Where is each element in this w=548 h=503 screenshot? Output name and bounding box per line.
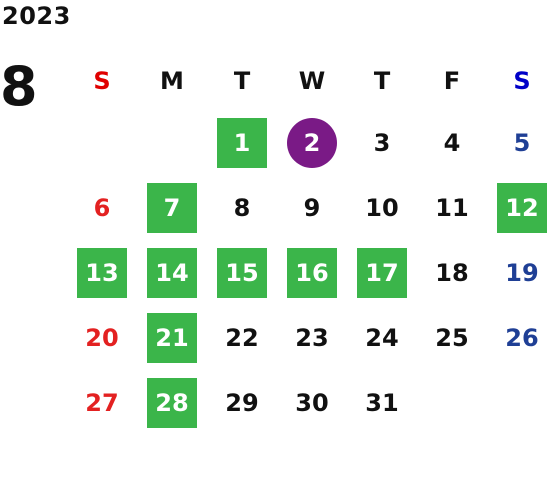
day-cell[interactable]: 18 <box>417 240 487 305</box>
day-number[interactable]: 14 <box>147 247 197 298</box>
day-cell[interactable]: 26 <box>487 305 548 370</box>
day-cell[interactable]: 20 <box>67 305 137 370</box>
day-number[interactable]: 8 <box>233 193 251 222</box>
day-number[interactable]: 22 <box>225 323 259 352</box>
day-number[interactable]: 13 <box>77 247 127 298</box>
day-number <box>427 378 477 428</box>
day-cell[interactable]: 28 <box>137 370 207 435</box>
week-row: 13 14 15 16 17 18 19 <box>67 240 548 305</box>
day-number[interactable]: 3 <box>373 128 391 157</box>
week-row: 6 7 8 9 10 11 12 <box>67 175 548 240</box>
day-cell[interactable]: 1 <box>207 110 277 175</box>
month-label: 8 <box>0 55 38 118</box>
weekday-saturday: S <box>513 67 531 95</box>
week-row: 20 21 22 23 24 25 26 <box>67 305 548 370</box>
day-number[interactable]: 1 <box>217 117 267 168</box>
day-cell[interactable]: 8 <box>207 175 277 240</box>
day-cell[interactable]: 6 <box>67 175 137 240</box>
day-cell[interactable]: 25 <box>417 305 487 370</box>
day-number[interactable]: 28 <box>147 377 197 428</box>
year-label: 2023 <box>2 2 71 30</box>
weekday-friday: F <box>443 67 461 95</box>
day-number[interactable]: 9 <box>303 193 321 222</box>
day-cell <box>137 110 207 175</box>
weekday-thursday: T <box>373 67 391 95</box>
day-number[interactable]: 5 <box>513 128 531 157</box>
day-cell[interactable]: 22 <box>207 305 277 370</box>
day-cell[interactable]: 29 <box>207 370 277 435</box>
week-row: 1 2 3 4 5 <box>67 110 548 175</box>
day-cell <box>67 110 137 175</box>
day-number <box>147 118 197 168</box>
day-number[interactable]: 11 <box>435 193 469 222</box>
day-cell[interactable]: 12 <box>487 175 548 240</box>
day-cell[interactable]: 11 <box>417 175 487 240</box>
day-cell[interactable]: 24 <box>347 305 417 370</box>
day-cell[interactable]: 23 <box>277 305 347 370</box>
day-cell[interactable]: 27 <box>67 370 137 435</box>
day-cell <box>417 370 487 435</box>
day-number[interactable]: 27 <box>85 388 119 417</box>
weekday-sunday: S <box>93 67 111 95</box>
day-cell[interactable]: 4 <box>417 110 487 175</box>
day-number[interactable]: 21 <box>147 312 197 363</box>
day-number[interactable]: 7 <box>147 182 197 233</box>
day-number <box>497 378 547 428</box>
day-number[interactable]: 18 <box>435 258 469 287</box>
day-cell[interactable]: 17 <box>347 240 417 305</box>
day-number[interactable]: 26 <box>505 323 539 352</box>
day-cell[interactable]: 7 <box>137 175 207 240</box>
day-number[interactable]: 10 <box>365 193 399 222</box>
day-cell[interactable]: 14 <box>137 240 207 305</box>
week-row: 27 28 29 30 31 <box>67 370 548 435</box>
day-cell[interactable]: 19 <box>487 240 548 305</box>
day-cell[interactable]: 21 <box>137 305 207 370</box>
day-cell[interactable]: 5 <box>487 110 548 175</box>
day-cell <box>487 370 548 435</box>
day-cell[interactable]: 30 <box>277 370 347 435</box>
weekday-tuesday: T <box>233 67 251 95</box>
day-number[interactable]: 4 <box>443 128 461 157</box>
day-cell[interactable]: 15 <box>207 240 277 305</box>
day-number[interactable]: 20 <box>85 323 119 352</box>
weekday-header-row: S M T W T F S <box>67 52 548 110</box>
day-number[interactable]: 25 <box>435 323 469 352</box>
day-cell[interactable]: 2 <box>277 110 347 175</box>
day-number[interactable]: 17 <box>357 247 407 298</box>
day-cell[interactable]: 10 <box>347 175 417 240</box>
day-cell[interactable]: 3 <box>347 110 417 175</box>
weekday-wednesday: W <box>298 67 326 95</box>
day-number[interactable]: 30 <box>295 388 329 417</box>
day-number[interactable]: 15 <box>217 247 267 298</box>
day-number <box>77 118 127 168</box>
day-number[interactable]: 16 <box>287 247 337 298</box>
day-cell[interactable]: 13 <box>67 240 137 305</box>
day-number[interactable]: 12 <box>497 182 547 233</box>
today-day-number[interactable]: 2 <box>287 117 337 168</box>
day-cell[interactable]: 16 <box>277 240 347 305</box>
day-number[interactable]: 24 <box>365 323 399 352</box>
calendar-grid: S M T W T F S 1 2 3 4 5 6 7 8 9 10 11 12… <box>67 52 548 435</box>
day-number[interactable]: 23 <box>295 323 329 352</box>
day-number[interactable]: 29 <box>225 388 259 417</box>
weekday-monday: M <box>160 67 184 95</box>
day-cell[interactable]: 31 <box>347 370 417 435</box>
day-number[interactable]: 6 <box>93 193 111 222</box>
day-number[interactable]: 31 <box>365 388 399 417</box>
day-number[interactable]: 19 <box>505 258 539 287</box>
day-cell[interactable]: 9 <box>277 175 347 240</box>
